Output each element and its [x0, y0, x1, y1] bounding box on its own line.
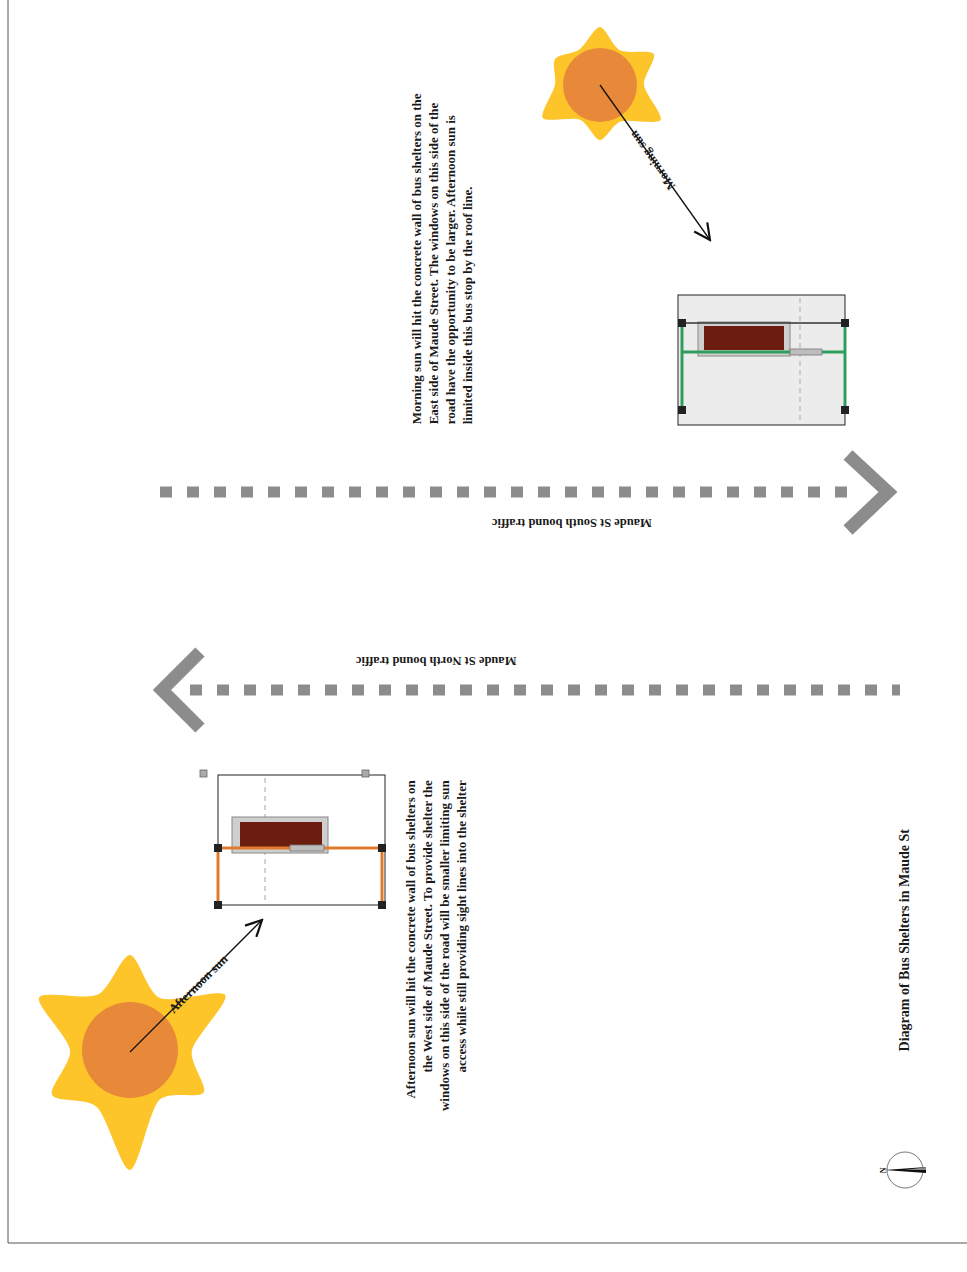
suns — [39, 27, 661, 1170]
traffic-arrowhead — [162, 652, 200, 728]
traffic-lane — [160, 487, 862, 498]
compass-letter: N — [879, 1167, 890, 1173]
traffic-arrowhead — [848, 455, 888, 530]
diagram-title: Diagram of Bus Shelters in Maude St — [896, 829, 914, 1051]
frame-line — [8, 1243, 967, 1244]
road-label: Maude St South bound traffic — [492, 514, 652, 531]
sun-glow — [542, 27, 661, 140]
traffic-lane — [190, 685, 900, 696]
bus-shelter — [678, 295, 849, 425]
sun-ray — [130, 920, 262, 1052]
note-text: Afternoon sun will hit the concrete wall… — [402, 780, 471, 1112]
road-label: Maude St North bound traffic — [356, 652, 516, 669]
bus-shelter — [200, 770, 386, 909]
sun-ray — [600, 85, 710, 240]
sun — [82, 1002, 178, 1098]
note-text: Morning sun will hit the concrete wall o… — [408, 92, 477, 424]
north-compass — [884, 1152, 926, 1188]
ray-label: Morning sun — [625, 127, 678, 193]
frame-line — [8, 0, 9, 1243]
